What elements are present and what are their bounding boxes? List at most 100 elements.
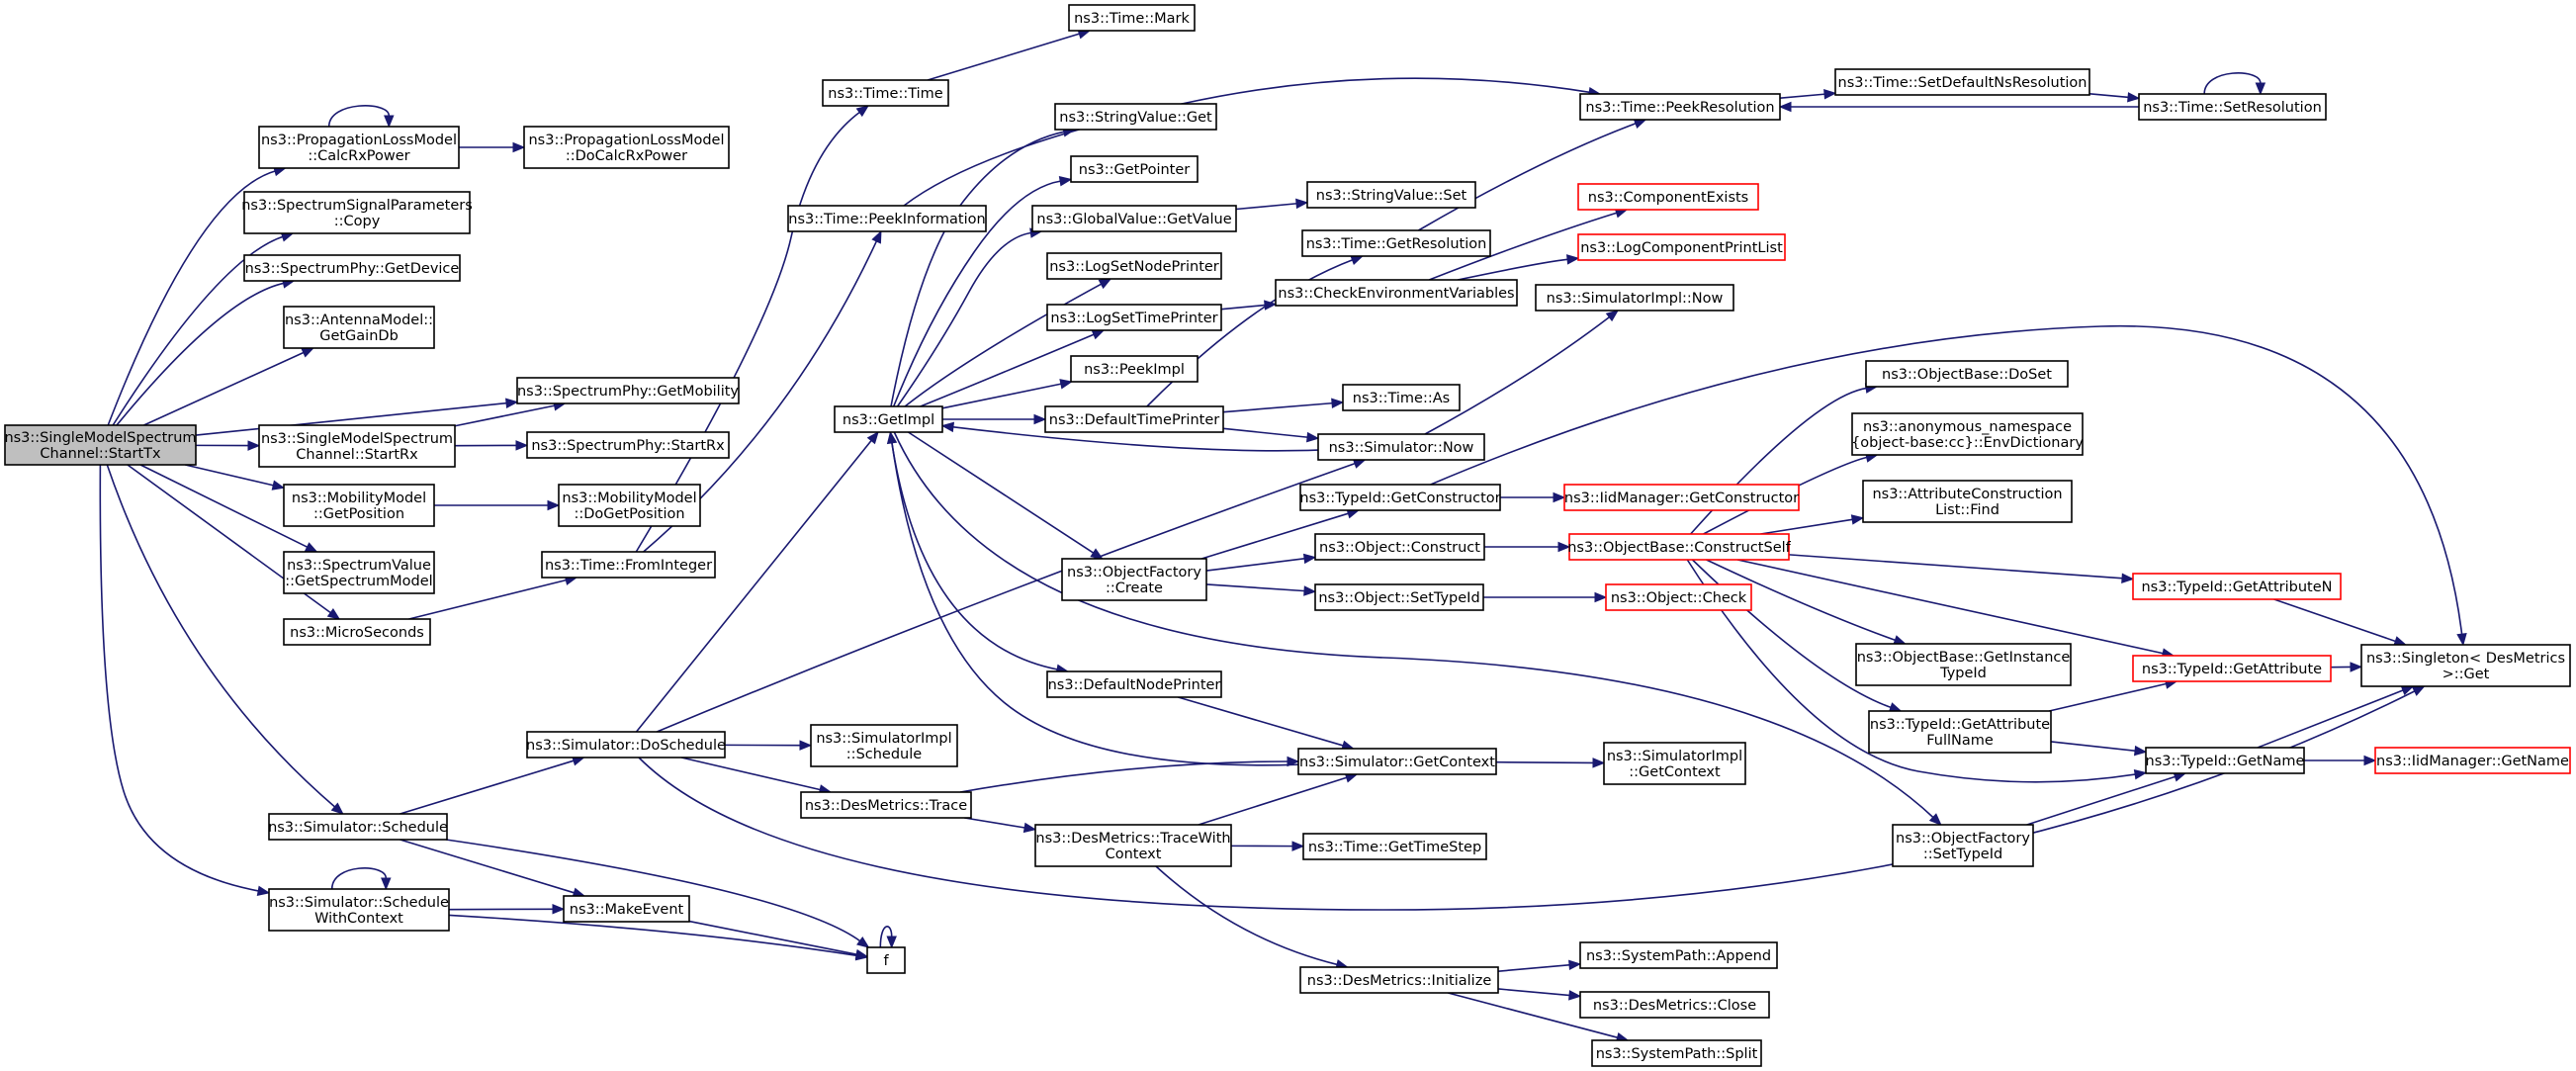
node-peekinfo[interactable]: ns3::Time::PeekInformation [787,205,987,232]
node-label: ns3::IidManager::GetConstructor [1564,491,1799,506]
node-sched[interactable]: ns3::Simulator::Schedule [268,813,448,841]
edge-line [656,462,1357,733]
node-obdoset[interactable]: ns3::ObjectBase::DoSet [1865,360,2069,388]
node-defnode[interactable]: ns3::DefaultNodePrinter [1046,670,1222,698]
node-timemark[interactable]: ns3::Time::Mark [1068,4,1196,32]
edge-line [143,351,306,426]
node-timetime[interactable]: ns3::Time::Time [822,79,949,107]
node-tidgetname[interactable]: ns3::TypeId::GetName [2145,747,2305,774]
edge-line [1690,387,1868,535]
node-ofcreate[interactable]: ns3::ObjectFactory::Create [1061,558,1207,601]
node-getattr[interactable]: ns3::TypeId::GetAttribute [2132,655,2332,682]
node-f[interactable]: f [866,946,906,974]
node-spappend[interactable]: ns3::SystemPath::Append [1579,941,1778,969]
edge-getattrfull-to-tidgetname [2050,741,2148,757]
node-logsettime[interactable]: ns3::LogSetTimePrinter [1046,304,1222,331]
edge-simnow-to-getimpl [940,421,1319,452]
edge-chstartrx-to-phystartrx [454,440,529,451]
node-dmtrace[interactable]: ns3::DesMetrics::Trace [800,791,972,819]
node-peekimpl[interactable]: ns3::PeekImpl [1070,355,1199,383]
edge-line [904,283,1103,407]
node-simimplsched[interactable]: ns3::SimulatorImpl::Schedule [810,724,958,767]
node-svset[interactable]: ns3::StringValue::Set [1306,181,1476,209]
edge-line [920,333,1096,407]
edge-arrowhead [304,542,318,553]
node-label: ns3::TypeId::GetAttribute [1870,717,2050,733]
node-setres[interactable]: ns3::Time::SetResolution [2138,93,2327,121]
edge-arrowhead [1350,255,1365,265]
edge-line [964,817,1026,829]
edge-arrowhead [547,499,561,511]
node-makeevent[interactable]: ns3::MakeEvent [563,895,690,923]
node-getpointer[interactable]: ns3::GetPointer [1070,155,1199,183]
node-box [2132,655,2332,682]
node-iidgetname[interactable]: ns3::IidManager::GetName [2374,747,2571,774]
node-getposition[interactable]: ns3::MobilityModel::GetPosition [283,484,435,527]
node-box [1865,360,2069,388]
edge-line [896,231,1032,407]
node-dmclose[interactable]: ns3::DesMetrics::Close [1579,991,1770,1019]
node-checkenv[interactable]: ns3::CheckEnvironmentVariables [1275,279,1518,307]
node-objconstruct[interactable]: ns3::Object::Construct [1314,533,1485,561]
node-box [563,895,690,923]
node-getattrn[interactable]: ns3::TypeId::GetAttributeN [2132,573,2342,600]
node-microseconds[interactable]: ns3::MicroSeconds [283,618,431,646]
edge-line [890,131,1066,407]
node-label: ns3::Time::Mark [1074,11,1190,27]
node-deftime[interactable]: ns3::DefaultTimePrinter [1044,405,1224,433]
node-objcheck[interactable]: ns3::Object::Check [1605,583,1752,611]
node-getmobility[interactable]: ns3::SpectrumPhy::GetMobility [516,377,740,404]
node-peekres[interactable]: ns3::Time::PeekResolution [1579,93,1781,121]
node-getres[interactable]: ns3::Time::GetResolution [1301,229,1491,257]
node-label: ns3::SpectrumSignalParameters [241,198,473,214]
node-dogetposition[interactable]: ns3::MobilityModel::DoGetPosition [558,484,701,527]
edge-arrowhead [1568,990,1582,1001]
node-label: ns3::PropagationLossModel [261,133,457,148]
node-doschedule[interactable]: ns3::Simulator::DoSchedule [526,731,726,759]
node-box [243,191,471,234]
node-objsettypeid[interactable]: ns3::Object::SetTypeId [1314,583,1484,611]
node-ofsettypeid[interactable]: ns3::ObjectFactory::SetTypeId [1892,824,2034,867]
edge-line [1495,760,1595,764]
node-simimplgetctx[interactable]: ns3::SimulatorImpl::GetContext [1603,742,1746,785]
node-box [1535,284,1734,312]
node-label: ns3::Simulator::DoSchedule [526,738,726,754]
node-sspcopy[interactable]: ns3::SpectrumSignalParameters::Copy [241,191,473,234]
node-timeas[interactable]: ns3::Time::As [1342,384,1461,411]
node-simimplnow[interactable]: ns3::SimulatorImpl::Now [1535,284,1734,312]
node-simgetctx[interactable]: ns3::Simulator::GetContext [1297,748,1497,775]
node-gvgetvalue[interactable]: ns3::GlobalValue::GetValue [1031,205,1237,232]
node-iidgetctor[interactable]: ns3::IidManager::GetConstructor [1563,484,1800,511]
node-label: ::CalcRxPower [308,148,409,164]
node-phystartrx[interactable]: ns3::SpectrumPhy::StartRx [526,431,730,459]
node-logcompprint[interactable]: ns3::LogComponentPrintList [1577,233,1786,261]
node-compexists[interactable]: ns3::ComponentExists [1577,183,1759,211]
edge-line [112,235,284,426]
node-obconstructself[interactable]: ns3::ObjectBase::ConstructSelf [1567,533,1792,561]
node-docalcrx[interactable]: ns3::PropagationLossModel::DoCalcRxPower [523,126,730,169]
edge-line [99,464,260,892]
node-getimpl[interactable]: ns3::GetImpl [834,405,943,433]
node-calcrx[interactable]: ns3::PropagationLossModel::CalcRxPower [258,126,460,169]
node-simnow[interactable]: ns3::Simulator::Now [1317,433,1485,461]
node-gettimestep[interactable]: ns3::Time::GetTimeStep [1302,833,1487,860]
node-envdict[interactable]: ns3::anonymous_namespace{object-base:cc}… [1851,412,2084,456]
node-frominteger[interactable]: ns3::Time::FromInteger [541,551,716,579]
node-gaindb[interactable]: ns3::AntennaModel::GetGainDb [283,306,435,349]
node-getdevice[interactable]: ns3::SpectrumPhy::GetDevice [243,254,461,282]
node-setdefns[interactable]: ns3::Time::SetDefaultNsResolution [1834,68,2090,96]
node-tidgetctor[interactable]: ns3::TypeId::GetConstructor [1299,484,1501,511]
node-logsetnode[interactable]: ns3::LogSetNodePrinter [1046,252,1222,280]
node-dminit[interactable]: ns3::DesMetrics::Initialize [1299,966,1499,994]
node-svget[interactable]: ns3::StringValue::Get [1054,103,1217,131]
node-spsplit[interactable]: ns3::SystemPath::Split [1591,1039,1762,1067]
node-singletonget[interactable]: ns3::Singleton< DesMetrics>::Get [2360,644,2571,687]
node-getspectrummodel[interactable]: ns3::SpectrumValue::GetSpectrumModel [283,551,435,594]
